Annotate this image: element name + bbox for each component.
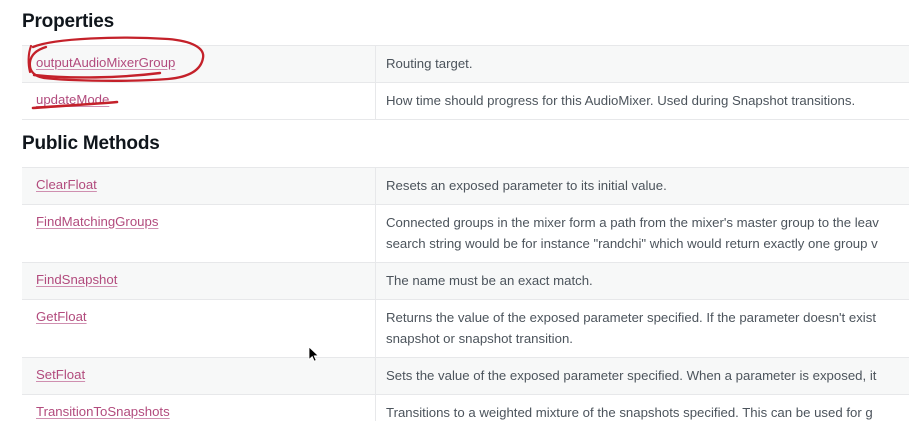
member-link-transitiontosnapshots[interactable]: TransitionToSnapshots bbox=[36, 404, 170, 419]
member-description-cell: Transitions to a weighted mixture of the… bbox=[375, 394, 909, 421]
table-row[interactable]: updateMode How time should progress for … bbox=[22, 82, 909, 120]
table-row[interactable]: ClearFloat Resets an exposed parameter t… bbox=[22, 167, 909, 205]
table-row[interactable]: SetFloat Sets the value of the exposed p… bbox=[22, 357, 909, 395]
member-description: How time should progress for this AudioM… bbox=[386, 93, 856, 108]
member-description-cell: Returns the value of the exposed paramet… bbox=[375, 299, 909, 358]
member-name-cell: FindMatchingGroups bbox=[22, 204, 376, 263]
member-name-cell: FindSnapshot bbox=[22, 262, 376, 300]
properties-table: outputAudioMixerGroup Routing target. up… bbox=[22, 45, 909, 120]
member-description-cell: How time should progress for this AudioM… bbox=[375, 82, 909, 120]
member-link-findsnapshot[interactable]: FindSnapshot bbox=[36, 272, 118, 287]
member-link-outputaudiomixergroup[interactable]: outputAudioMixerGroup bbox=[36, 55, 176, 70]
member-link-setfloat[interactable]: SetFloat bbox=[36, 367, 86, 382]
member-description-cell: Resets an exposed parameter to its initi… bbox=[375, 167, 909, 205]
member-link-clearfloat[interactable]: ClearFloat bbox=[36, 177, 97, 192]
member-name-cell: TransitionToSnapshots bbox=[22, 394, 376, 421]
table-row[interactable]: outputAudioMixerGroup Routing target. bbox=[22, 45, 909, 83]
member-description: Sets the value of the exposed parameter … bbox=[386, 368, 881, 383]
table-row[interactable]: FindMatchingGroups Connected groups in t… bbox=[22, 204, 909, 263]
member-description-cell: Routing target. bbox=[375, 45, 909, 83]
member-description-cell: Connected groups in the mixer form a pat… bbox=[375, 204, 909, 263]
public-methods-table: ClearFloat Resets an exposed parameter t… bbox=[22, 167, 909, 421]
member-description: The name must be an exact match. bbox=[386, 273, 593, 288]
member-name-cell: updateMode bbox=[22, 82, 376, 120]
member-name-cell: GetFloat bbox=[22, 299, 376, 358]
member-link-findmatchinggroups[interactable]: FindMatchingGroups bbox=[36, 214, 159, 229]
member-description: Resets an exposed parameter to its initi… bbox=[386, 178, 667, 193]
section-heading-public-methods: Public Methods bbox=[22, 133, 160, 154]
section-heading-properties: Properties bbox=[22, 11, 114, 32]
member-description-cell: The name must be an exact match. bbox=[375, 262, 909, 300]
member-description: Transitions to a weighted mixture of the… bbox=[386, 405, 873, 420]
member-description: Returns the value of the exposed paramet… bbox=[386, 310, 876, 346]
member-description: Routing target. bbox=[386, 56, 473, 71]
member-description-cell: Sets the value of the exposed parameter … bbox=[375, 357, 909, 395]
table-row[interactable]: GetFloat Returns the value of the expose… bbox=[22, 299, 909, 358]
member-name-cell: outputAudioMixerGroup bbox=[22, 45, 376, 83]
table-row[interactable]: TransitionToSnapshots Transitions to a w… bbox=[22, 394, 909, 421]
member-link-updatemode[interactable]: updateMode bbox=[36, 92, 110, 107]
member-name-cell: SetFloat bbox=[22, 357, 376, 395]
member-name-cell: ClearFloat bbox=[22, 167, 376, 205]
member-link-getfloat[interactable]: GetFloat bbox=[36, 309, 87, 324]
table-row[interactable]: FindSnapshot The name must be an exact m… bbox=[22, 262, 909, 300]
member-description: Connected groups in the mixer form a pat… bbox=[386, 215, 879, 251]
